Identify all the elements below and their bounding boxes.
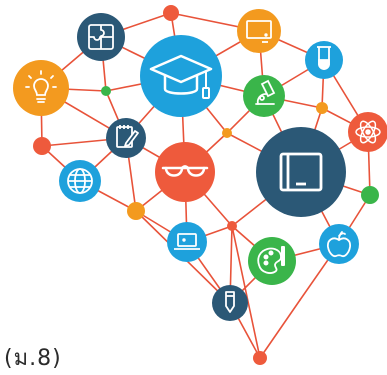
paint-palette-icon	[257, 246, 285, 274]
puzzle-icon	[88, 24, 114, 50]
graduation-cap-node	[140, 35, 222, 117]
blackboard-node	[237, 9, 281, 53]
lightbulb-node	[13, 60, 69, 116]
globe-node	[59, 160, 101, 202]
pencil-icon	[225, 291, 235, 313]
atom-node	[348, 112, 387, 152]
graduation-cap-icon	[149, 54, 213, 99]
laptop-icon	[174, 233, 200, 250]
test-tube-node	[305, 41, 343, 79]
notepad-pencil-icon	[116, 125, 139, 148]
glasses-node	[155, 142, 215, 202]
microscope-node	[243, 75, 285, 117]
paint-palette-node	[248, 237, 296, 285]
notepad-node	[106, 118, 146, 158]
book-node	[256, 127, 346, 217]
apple-icon	[327, 231, 351, 258]
apple-node	[319, 224, 359, 264]
network-junction-dots	[33, 5, 379, 365]
globe-icon	[67, 168, 93, 194]
microscope-icon	[255, 79, 276, 105]
glasses-icon	[161, 165, 209, 177]
test-tube-icon	[317, 46, 331, 70]
blackboard-icon	[246, 20, 272, 43]
puzzle-node	[77, 13, 125, 61]
atom-icon	[355, 120, 381, 144]
caption-label: (ม.8)	[4, 346, 62, 371]
lightbulb-icon	[25, 70, 57, 103]
book-icon	[279, 152, 323, 192]
laptop-node	[167, 222, 207, 262]
pencil-node	[212, 285, 248, 321]
